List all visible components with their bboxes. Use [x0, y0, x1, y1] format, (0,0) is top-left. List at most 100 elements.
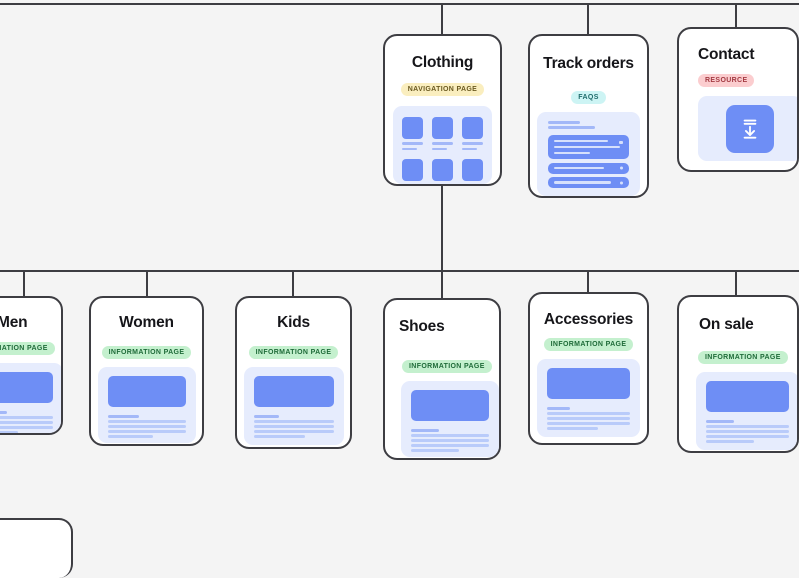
card-partial-offscreen[interactable] — [0, 518, 73, 578]
wire-line — [411, 449, 460, 452]
card-title: Accessories — [543, 311, 634, 328]
wire-line — [253, 435, 305, 438]
card-women[interactable]: Women INFORMATION PAGE — [89, 296, 204, 446]
wire-line — [706, 420, 735, 423]
article-hero — [547, 368, 630, 399]
grid-cell — [462, 159, 483, 184]
wire-line — [0, 426, 53, 429]
cell-line — [402, 142, 423, 145]
card-shoes[interactable]: Shoes INFORMATION PAGE — [383, 298, 501, 460]
cell-thumbnail — [402, 159, 423, 181]
status-badge: INFORMATION PAGE — [101, 346, 192, 359]
connector-trunk-top — [0, 3, 799, 5]
wire-line — [253, 430, 334, 433]
wire-line — [547, 422, 630, 425]
wire-line — [107, 420, 186, 423]
status-badge: RESOURCE — [698, 74, 755, 87]
grid-cell — [432, 159, 453, 184]
cell-thumbnail — [462, 159, 483, 181]
accordion-line — [554, 145, 620, 148]
download-button[interactable] — [726, 104, 774, 153]
preview-accordion-list — [537, 112, 640, 196]
card-title: Contact — [698, 46, 755, 63]
status-badge: INFORMATION PAGE — [543, 338, 634, 351]
wire-line — [107, 435, 153, 438]
wire-line — [107, 415, 139, 418]
accordion-line — [554, 166, 605, 170]
download-icon — [743, 119, 757, 139]
grid-cell — [402, 117, 423, 150]
cell-thumbnail — [432, 159, 453, 181]
chevron-up-icon — [619, 140, 623, 144]
preview-article — [537, 359, 640, 437]
accordion-item-collapsed[interactable] — [548, 177, 629, 188]
card-accessories[interactable]: Accessories INFORMATION PAGE — [528, 292, 649, 445]
card-kids[interactable]: Kids INFORMATION PAGE — [235, 296, 352, 449]
card-title: Clothing — [411, 54, 474, 71]
cell-line — [402, 147, 418, 150]
cell-thumbnail — [462, 117, 483, 139]
wire-line — [0, 421, 53, 424]
preview-thumbnail-grid — [393, 106, 492, 184]
article-hero — [107, 376, 186, 407]
wire-line — [411, 429, 440, 432]
wire-line — [253, 420, 334, 423]
status-badge: INFORMATION PAGE — [0, 342, 55, 355]
cell-line — [432, 147, 448, 150]
accordion-line — [554, 139, 608, 142]
connector-drop-women — [146, 270, 148, 297]
article-hero — [253, 376, 334, 407]
card-track-orders[interactable]: Track orders FAQS — [528, 34, 649, 198]
connector-drop-track-orders — [587, 3, 589, 35]
wire-line — [706, 440, 755, 443]
wire-line — [548, 121, 581, 124]
chevron-down-icon — [620, 166, 623, 170]
wire-line — [706, 425, 789, 428]
sitemap-canvas: Clothing NAVIGATION PAGE — [0, 3, 799, 578]
connector-drop-clothing — [441, 3, 443, 35]
wire-line — [411, 439, 489, 442]
status-badge: INFORMATION PAGE — [698, 351, 788, 364]
grid-cell — [432, 117, 453, 150]
preview-article — [696, 372, 797, 450]
wire-line — [547, 427, 599, 430]
accordion-item-expanded[interactable] — [548, 134, 629, 159]
accordion-item-collapsed[interactable] — [548, 162, 629, 174]
chevron-down-icon — [620, 181, 623, 184]
status-badge: NAVIGATION PAGE — [400, 83, 485, 96]
preview-article — [243, 367, 344, 445]
connector-drop-shoes — [441, 270, 443, 299]
article-hero — [0, 372, 53, 403]
wire-line — [547, 407, 571, 410]
status-badge: INFORMATION PAGE — [248, 346, 339, 359]
grid-cell — [402, 159, 423, 184]
article-hero — [706, 381, 789, 412]
card-men[interactable]: Men INFORMATION PAGE — [0, 296, 63, 435]
cell-line — [462, 142, 483, 145]
card-title: Shoes — [399, 318, 445, 335]
card-on-sale[interactable]: On sale INFORMATION PAGE — [677, 295, 799, 453]
grid-cell — [462, 117, 483, 150]
accordion-line — [554, 181, 611, 184]
card-title: On sale — [699, 316, 754, 333]
wire-line — [0, 431, 19, 433]
status-badge: INFORMATION PAGE — [402, 360, 492, 373]
preview-article — [97, 367, 196, 443]
wire-line — [0, 411, 8, 414]
wire-line — [411, 444, 489, 447]
preview-article — [0, 363, 61, 433]
wire-line — [547, 417, 630, 420]
cell-line — [432, 142, 453, 145]
wire-line — [706, 430, 789, 433]
cell-thumbnail — [432, 117, 453, 139]
card-contact[interactable]: Contact RESOURCE — [677, 27, 799, 172]
wire-line — [253, 415, 280, 418]
card-clothing[interactable]: Clothing NAVIGATION PAGE — [383, 34, 502, 186]
connector-drop-men — [23, 270, 25, 297]
wire-line — [107, 425, 186, 428]
connector-trunk-row3 — [0, 270, 799, 272]
card-title: Track orders — [543, 55, 634, 72]
cell-line — [462, 147, 478, 150]
card-title: Women — [119, 314, 174, 331]
accordion-line — [554, 151, 590, 154]
